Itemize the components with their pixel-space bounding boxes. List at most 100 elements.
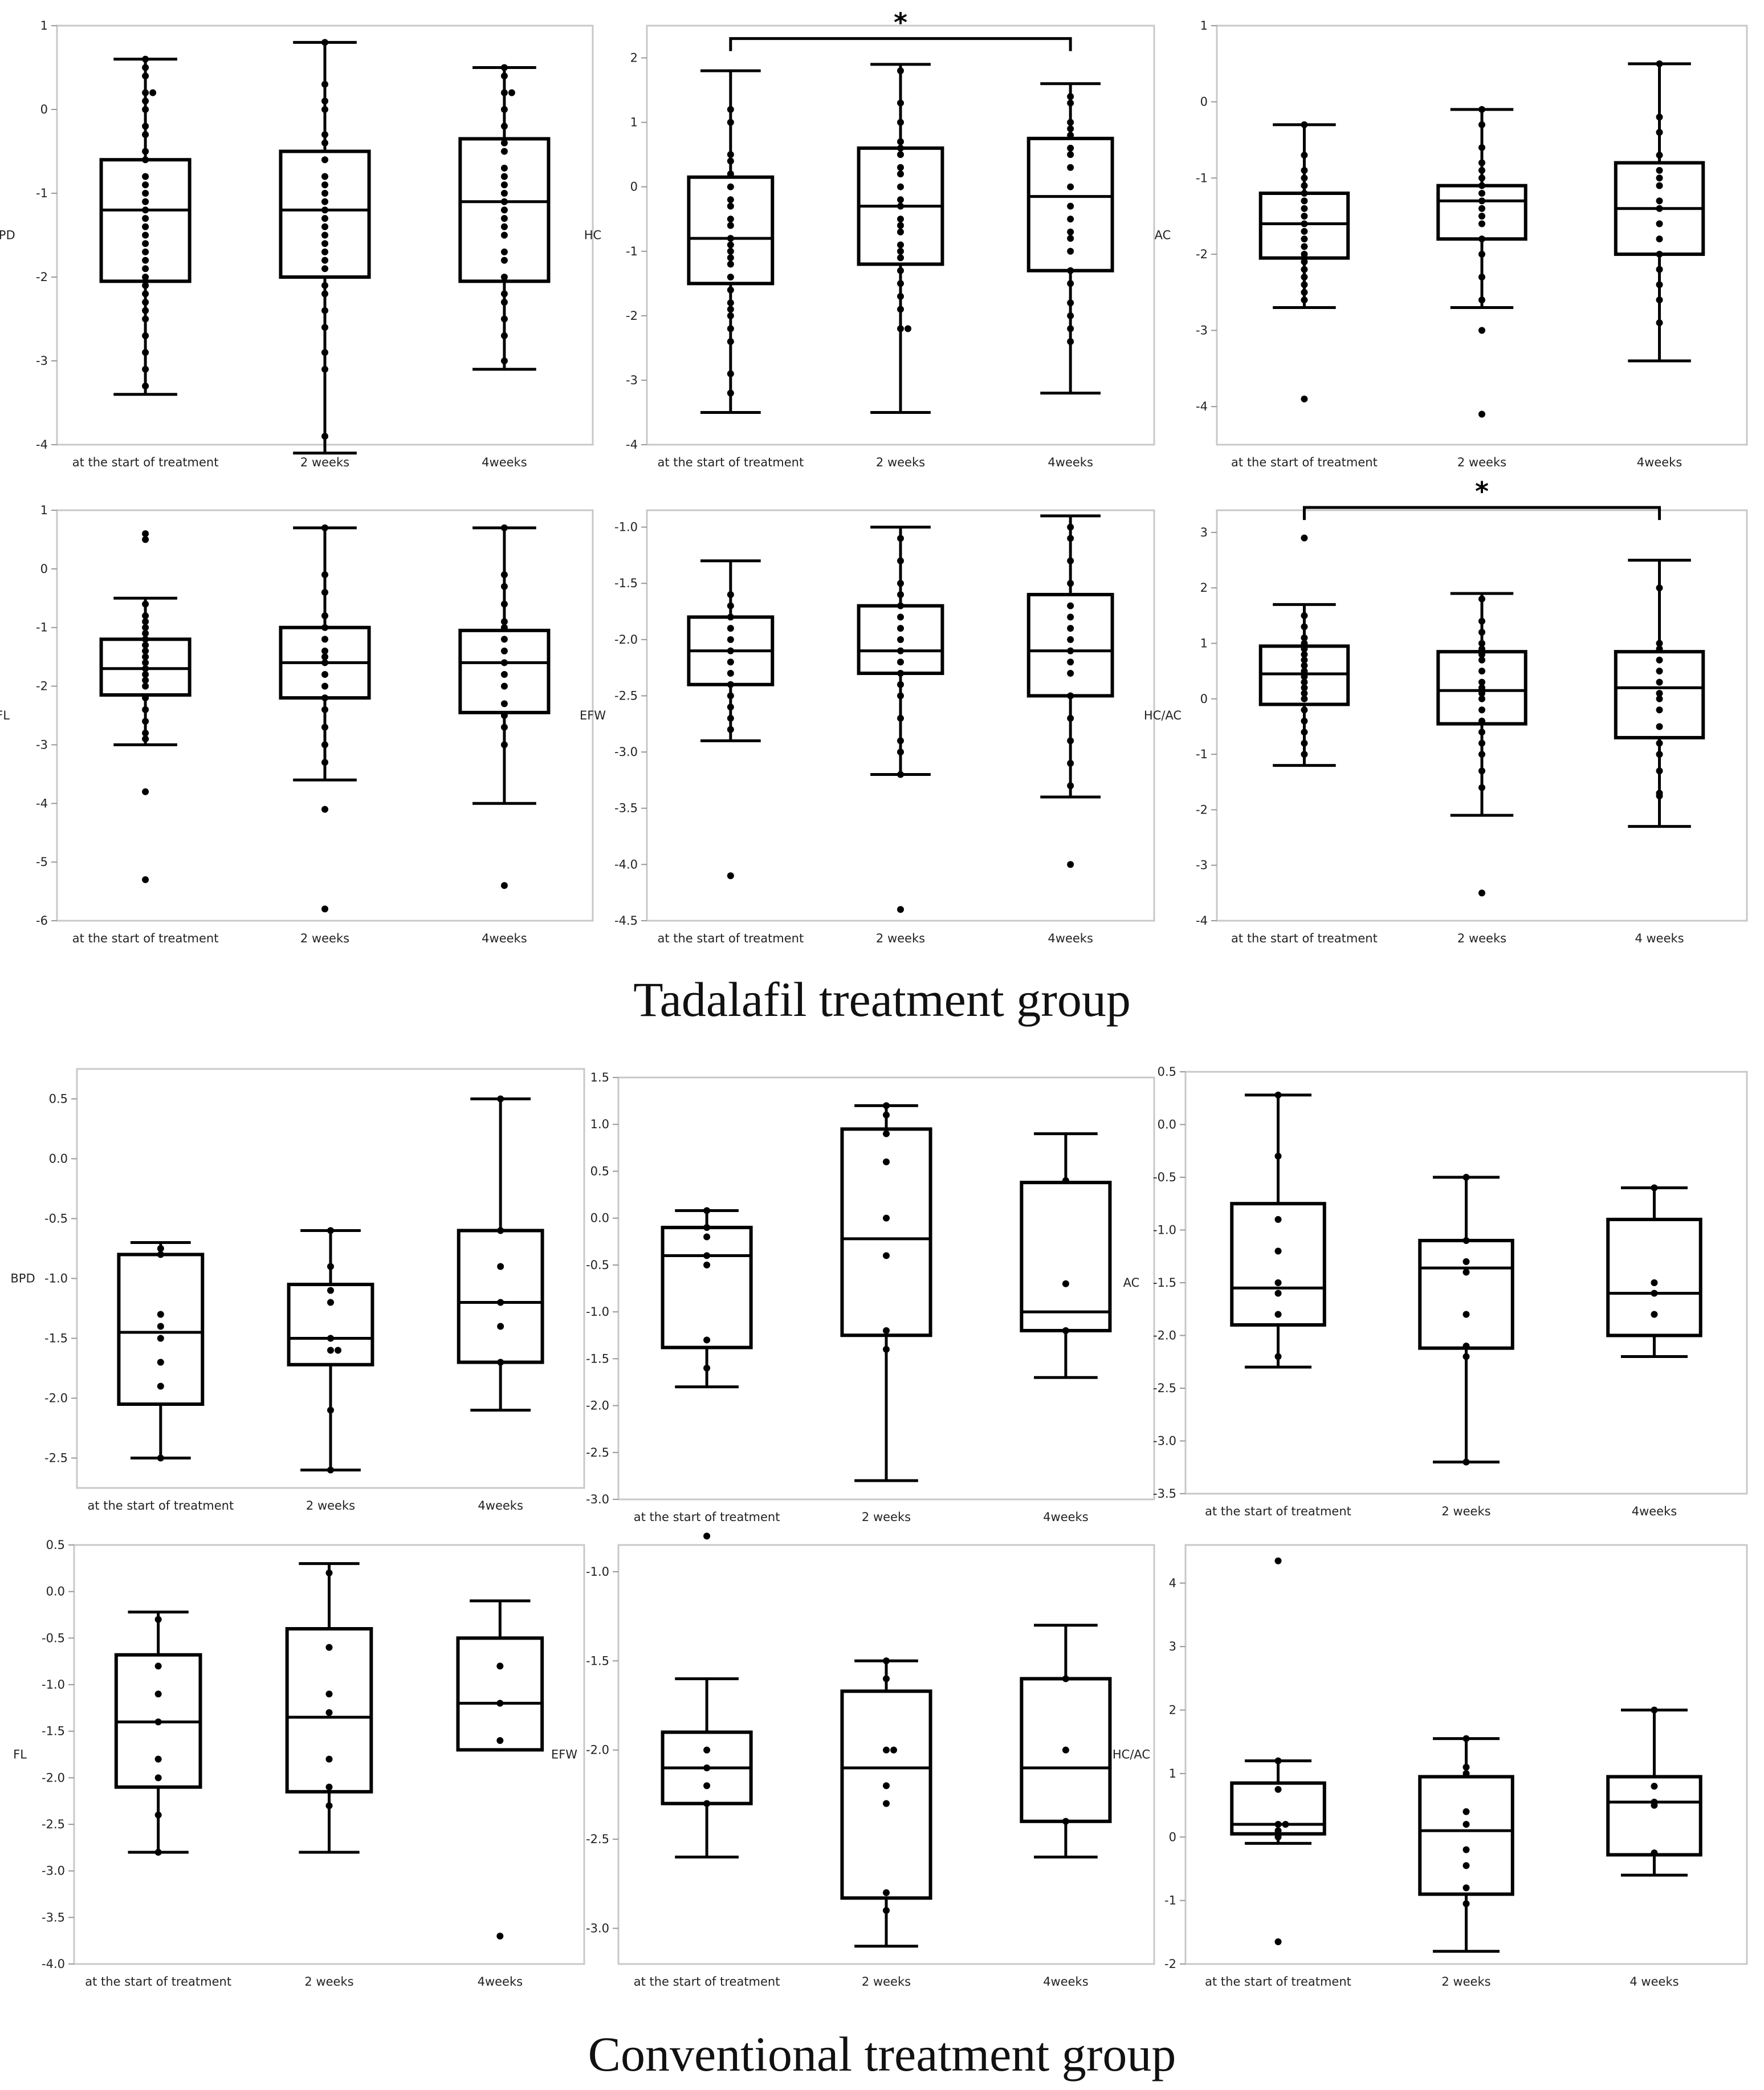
y-tick-label: -3.0 xyxy=(42,1864,65,1878)
data-point xyxy=(897,557,904,564)
data-point xyxy=(1067,602,1074,609)
significance-bracket xyxy=(729,37,1072,51)
y-tick-label: -2.0 xyxy=(1153,1329,1176,1343)
box-iqr xyxy=(661,1226,753,1349)
data-point xyxy=(727,602,734,609)
data-point xyxy=(1656,220,1663,227)
data-point xyxy=(1067,215,1074,223)
data-point xyxy=(1274,1091,1282,1099)
x-category-label: at the start of treatment xyxy=(72,932,219,945)
data-point xyxy=(500,659,508,666)
data-point xyxy=(883,1746,890,1754)
data-point xyxy=(727,183,734,190)
data-point xyxy=(142,618,149,625)
x-category-label: 4weeks xyxy=(1043,1975,1088,1989)
data-point xyxy=(1478,767,1485,775)
plot-frame xyxy=(646,25,1155,446)
data-point xyxy=(154,1774,162,1782)
data-point xyxy=(142,653,149,661)
y-tick-label: -2 xyxy=(1164,1957,1176,1971)
y-tick-label: 1 xyxy=(1200,19,1208,32)
data-point xyxy=(500,636,508,643)
data-point xyxy=(1301,166,1308,174)
data-point xyxy=(883,1345,890,1353)
data-point xyxy=(142,198,149,205)
data-point xyxy=(703,1224,711,1231)
data-point xyxy=(727,157,734,165)
x-category-label: 2 weeks xyxy=(1457,932,1506,945)
x-category-label: 4 weeks xyxy=(1629,1975,1679,1989)
y-tick-label: -2.0 xyxy=(586,1399,609,1413)
y-tick-label: -4 xyxy=(36,796,48,810)
data-point xyxy=(1478,617,1485,625)
data-point xyxy=(1478,213,1485,220)
data-point xyxy=(1656,166,1663,174)
data-point xyxy=(1274,1153,1282,1160)
data-point xyxy=(1062,1177,1069,1184)
data-point xyxy=(1274,1821,1282,1828)
data-point xyxy=(142,383,149,390)
data-point xyxy=(727,241,734,249)
data-point xyxy=(500,181,508,189)
data-point xyxy=(1651,1311,1658,1318)
y-tick-label: 0.5 xyxy=(49,1092,68,1106)
data-point xyxy=(321,265,328,273)
y-tick-label: -1.5 xyxy=(42,1725,65,1738)
data-point xyxy=(1656,645,1663,653)
y-tick-label: -5 xyxy=(36,855,48,869)
data-point xyxy=(1478,327,1485,334)
data-point xyxy=(1656,296,1663,304)
data-point xyxy=(1462,1808,1470,1815)
data-point xyxy=(897,681,904,688)
data-point xyxy=(703,1782,711,1790)
data-point xyxy=(142,718,149,725)
data-point xyxy=(142,307,149,314)
data-point xyxy=(500,524,508,531)
data-point xyxy=(1656,767,1663,775)
data-point xyxy=(897,215,904,223)
data-point xyxy=(883,1889,890,1896)
data-point xyxy=(500,712,508,719)
data-point xyxy=(500,173,508,180)
data-point xyxy=(142,248,149,255)
y-tick-label: -3.0 xyxy=(614,745,638,759)
y-tick-label: 4 xyxy=(1169,1576,1176,1590)
data-point xyxy=(142,694,149,702)
x-category-label: 2 weeks xyxy=(862,1510,911,1524)
box-iqr xyxy=(285,1627,373,1794)
x-category-label: 2 weeks xyxy=(300,932,349,945)
data-point xyxy=(1656,205,1663,212)
data-point xyxy=(142,231,149,239)
data-point xyxy=(327,1466,334,1474)
data-point xyxy=(142,265,149,273)
box-iqr xyxy=(457,1229,544,1364)
data-point xyxy=(142,659,149,666)
data-point xyxy=(500,723,508,731)
x-category-label: 4weeks xyxy=(478,1499,523,1512)
data-point xyxy=(1478,695,1485,702)
box-iqr xyxy=(456,1636,544,1752)
data-point xyxy=(1462,1343,1470,1349)
data-point xyxy=(497,1227,504,1234)
data-point xyxy=(321,324,328,331)
data-point xyxy=(1067,647,1074,654)
y-tick-label: -3.0 xyxy=(586,1921,609,1935)
data-point xyxy=(325,1755,333,1763)
y-tick-label: -3.0 xyxy=(1153,1434,1176,1448)
data-point xyxy=(727,274,734,280)
data-point xyxy=(1274,1786,1282,1793)
data-point xyxy=(703,1532,711,1540)
y-tick-label: -1.0 xyxy=(586,1305,609,1319)
data-point xyxy=(727,261,734,268)
y-tick-label: -2.5 xyxy=(586,1832,609,1846)
data-point xyxy=(1062,1327,1069,1334)
data-point xyxy=(497,1359,504,1366)
data-point xyxy=(1656,706,1663,714)
y-tick-label: 0.5 xyxy=(46,1538,65,1552)
data-point xyxy=(1067,557,1074,564)
data-point xyxy=(1067,325,1074,332)
data-point xyxy=(1274,1311,1282,1318)
significance-star: * xyxy=(1475,476,1489,507)
x-category-label: 2 weeks xyxy=(1441,1505,1490,1518)
